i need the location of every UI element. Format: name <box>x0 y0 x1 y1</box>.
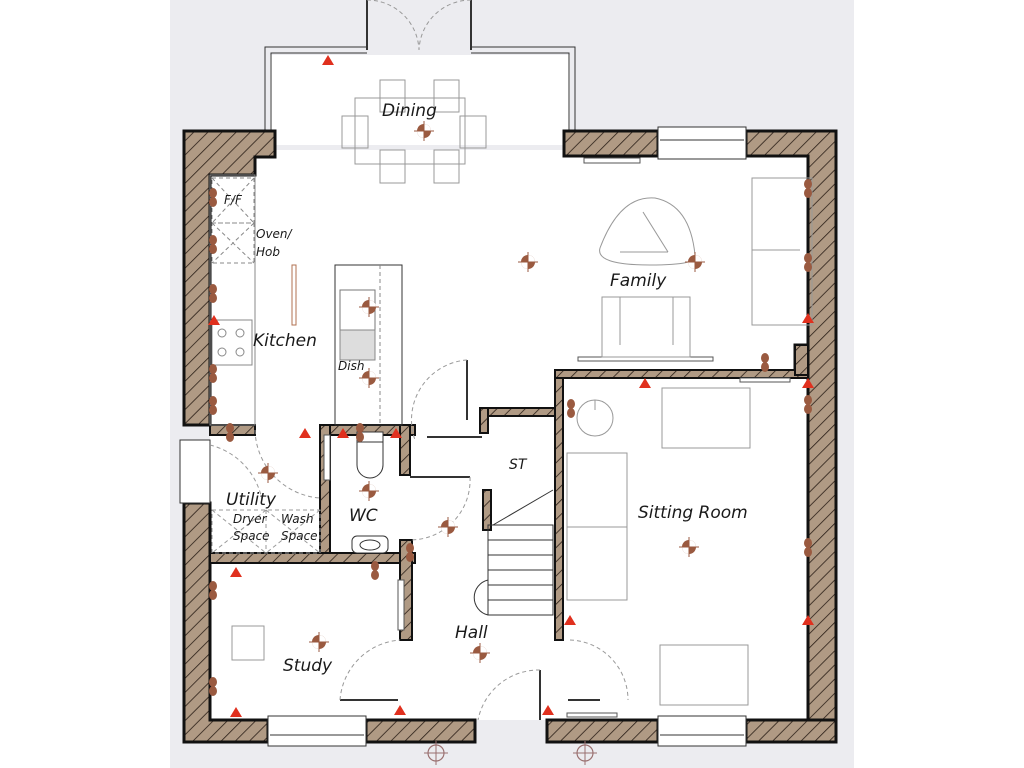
windows <box>179 126 747 747</box>
room-label-sitting-room: Sitting Room <box>638 503 748 523</box>
dining-table-set <box>341 79 487 184</box>
room-label-study: Study <box>283 656 333 676</box>
room-label-hall: Hall <box>455 623 488 643</box>
room-label-dining: Dining <box>382 101 437 121</box>
fixture-label-wash-line1: Wash <box>281 512 313 526</box>
fixture-label-oven-line2: Hob <box>256 245 280 259</box>
staircase <box>473 489 554 616</box>
room-label-utility: Utility <box>226 490 277 510</box>
exterior-walls <box>182 129 838 744</box>
fixture-label-oven-line1: Oven/ <box>256 227 294 241</box>
fixture-label-fridge-freezer: F/F <box>224 193 243 207</box>
fixture-label-wash-line2: Space <box>281 529 318 543</box>
room-label-kitchen: Kitchen <box>253 331 317 351</box>
doors <box>209 359 629 721</box>
room-label-wc: WC <box>349 506 378 526</box>
fixture-label-dryer-line2: Space <box>233 529 270 543</box>
radiators <box>323 157 791 718</box>
fixture-label-dryer-line1: Dryer <box>233 512 268 526</box>
dining-bay-window <box>264 46 576 135</box>
wc-fixtures <box>351 431 389 554</box>
external-lights <box>423 740 598 766</box>
fixture-label-dishwasher: Dish <box>338 359 364 373</box>
sitting-furniture <box>231 387 751 706</box>
french-doors <box>366 0 472 51</box>
room-label-family: Family <box>610 271 667 291</box>
room-label-st: ST <box>509 457 528 473</box>
utility-appliance-spaces <box>211 509 321 554</box>
